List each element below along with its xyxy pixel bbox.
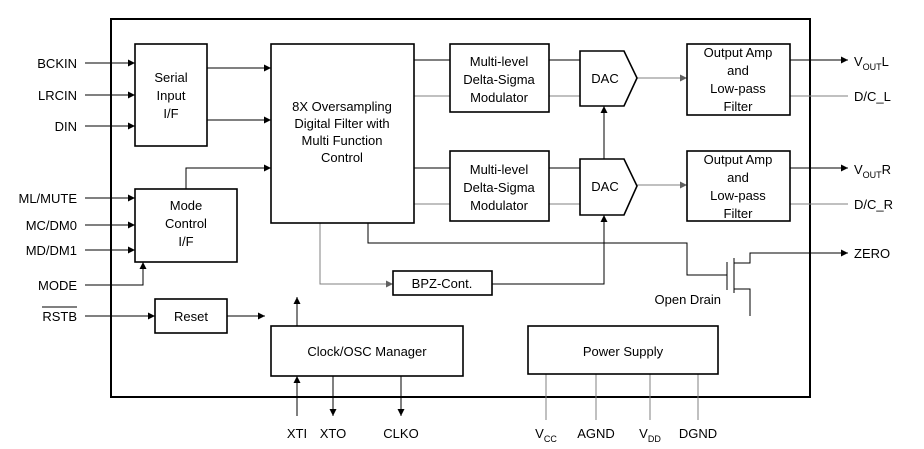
svg-text:Serial: Serial — [154, 70, 187, 85]
bottom-pin-labels: XTI XTO CLKO VCC AGND VDD DGND — [287, 426, 717, 444]
reset-block: Reset — [154, 298, 228, 334]
svg-text:Low-pass: Low-pass — [710, 81, 766, 96]
svg-text:I/F: I/F — [178, 234, 193, 249]
svg-text:Multi-level: Multi-level — [470, 162, 529, 177]
pin-rstb: RSTB — [42, 309, 77, 324]
pin-din: DIN — [55, 119, 77, 134]
svg-text:Digital Filter with: Digital Filter with — [294, 116, 389, 131]
svg-text:Filter: Filter — [724, 206, 754, 221]
pin-vcc: VCC — [535, 426, 557, 444]
connection-lines — [85, 56, 848, 420]
pin-clko: CLKO — [383, 426, 418, 441]
output-pin-labels: VOUTL D/C_L VOUTR D/C_R ZERO — [854, 54, 893, 261]
svg-text:Output Amp: Output Amp — [704, 152, 773, 167]
svg-text:Mode: Mode — [170, 198, 203, 213]
pin-dc-l: D/C_L — [854, 89, 891, 104]
svg-text:Output Amp: Output Amp — [704, 45, 773, 60]
svg-text:8X Oversampling: 8X Oversampling — [292, 99, 392, 114]
pin-zero: ZERO — [854, 246, 890, 261]
pin-mode: MODE — [38, 278, 77, 293]
svg-text:BPZ-Cont.: BPZ-Cont. — [412, 276, 473, 291]
svg-text:and: and — [727, 63, 749, 78]
pin-vdd: VDD — [639, 426, 661, 444]
pin-xti: XTI — [287, 426, 307, 441]
svg-text:I/F: I/F — [163, 106, 178, 121]
pin-bckin: BCKIN — [37, 56, 77, 71]
pin-vout-l: VOUTL — [854, 54, 889, 72]
svg-text:Clock/OSC Manager: Clock/OSC Manager — [307, 344, 427, 359]
mode-control-block: Mode Control I/F — [134, 188, 238, 263]
bpz-control-block: BPZ-Cont. — [392, 270, 493, 296]
svg-text:Delta-Sigma: Delta-Sigma — [463, 180, 535, 195]
svg-text:DAC: DAC — [591, 179, 618, 194]
svg-text:Control: Control — [321, 150, 363, 165]
svg-text:Power Supply: Power Supply — [583, 344, 664, 359]
power-supply-block: Power Supply — [527, 325, 719, 375]
digital-filter-block: 8X Oversampling Digital Filter with Mult… — [270, 43, 415, 224]
svg-text:Control: Control — [165, 216, 207, 231]
svg-text:Multi Function: Multi Function — [302, 133, 383, 148]
svg-text:Reset: Reset — [174, 309, 208, 324]
svg-text:Delta-Sigma: Delta-Sigma — [463, 72, 535, 87]
svg-text:DAC: DAC — [591, 71, 618, 86]
svg-text:and: and — [727, 170, 749, 185]
dac-left-block: DAC — [579, 50, 638, 107]
svg-text:Modulator: Modulator — [470, 90, 528, 105]
pin-md-dm1: MD/DM1 — [26, 243, 77, 258]
serial-input-block: Serial Input I/F — [134, 43, 208, 147]
pin-ml-mute: ML/MUTE — [19, 191, 78, 206]
modulator-right-block: Multi-level Delta-Sigma Modulator — [449, 150, 550, 222]
pin-mc-dm0: MC/DM0 — [26, 218, 77, 233]
dac-right-block: DAC — [579, 158, 638, 216]
output-amp-right-block: Output Amp and Low-pass Filter — [686, 150, 791, 222]
open-drain-label: Open Drain — [655, 292, 721, 307]
pin-vout-r: VOUTR — [854, 162, 891, 180]
pin-agnd: AGND — [577, 426, 615, 441]
pin-xto: XTO — [320, 426, 347, 441]
pin-dc-r: D/C_R — [854, 197, 893, 212]
output-amp-left-block: Output Amp and Low-pass Filter — [686, 43, 791, 116]
svg-text:Low-pass: Low-pass — [710, 188, 766, 203]
svg-text:Filter: Filter — [724, 99, 754, 114]
svg-text:Input: Input — [157, 88, 186, 103]
input-pin-labels: BCKIN LRCIN DIN ML/MUTE MC/DM0 MD/DM1 MO… — [19, 56, 78, 324]
clock-manager-block: Clock/OSC Manager — [270, 325, 464, 377]
svg-text:Modulator: Modulator — [470, 198, 528, 213]
pin-dgnd: DGND — [679, 426, 717, 441]
svg-text:Multi-level: Multi-level — [470, 54, 529, 69]
pin-lrcin: LRCIN — [38, 88, 77, 103]
modulator-left-block: Multi-level Delta-Sigma Modulator — [449, 43, 550, 113]
